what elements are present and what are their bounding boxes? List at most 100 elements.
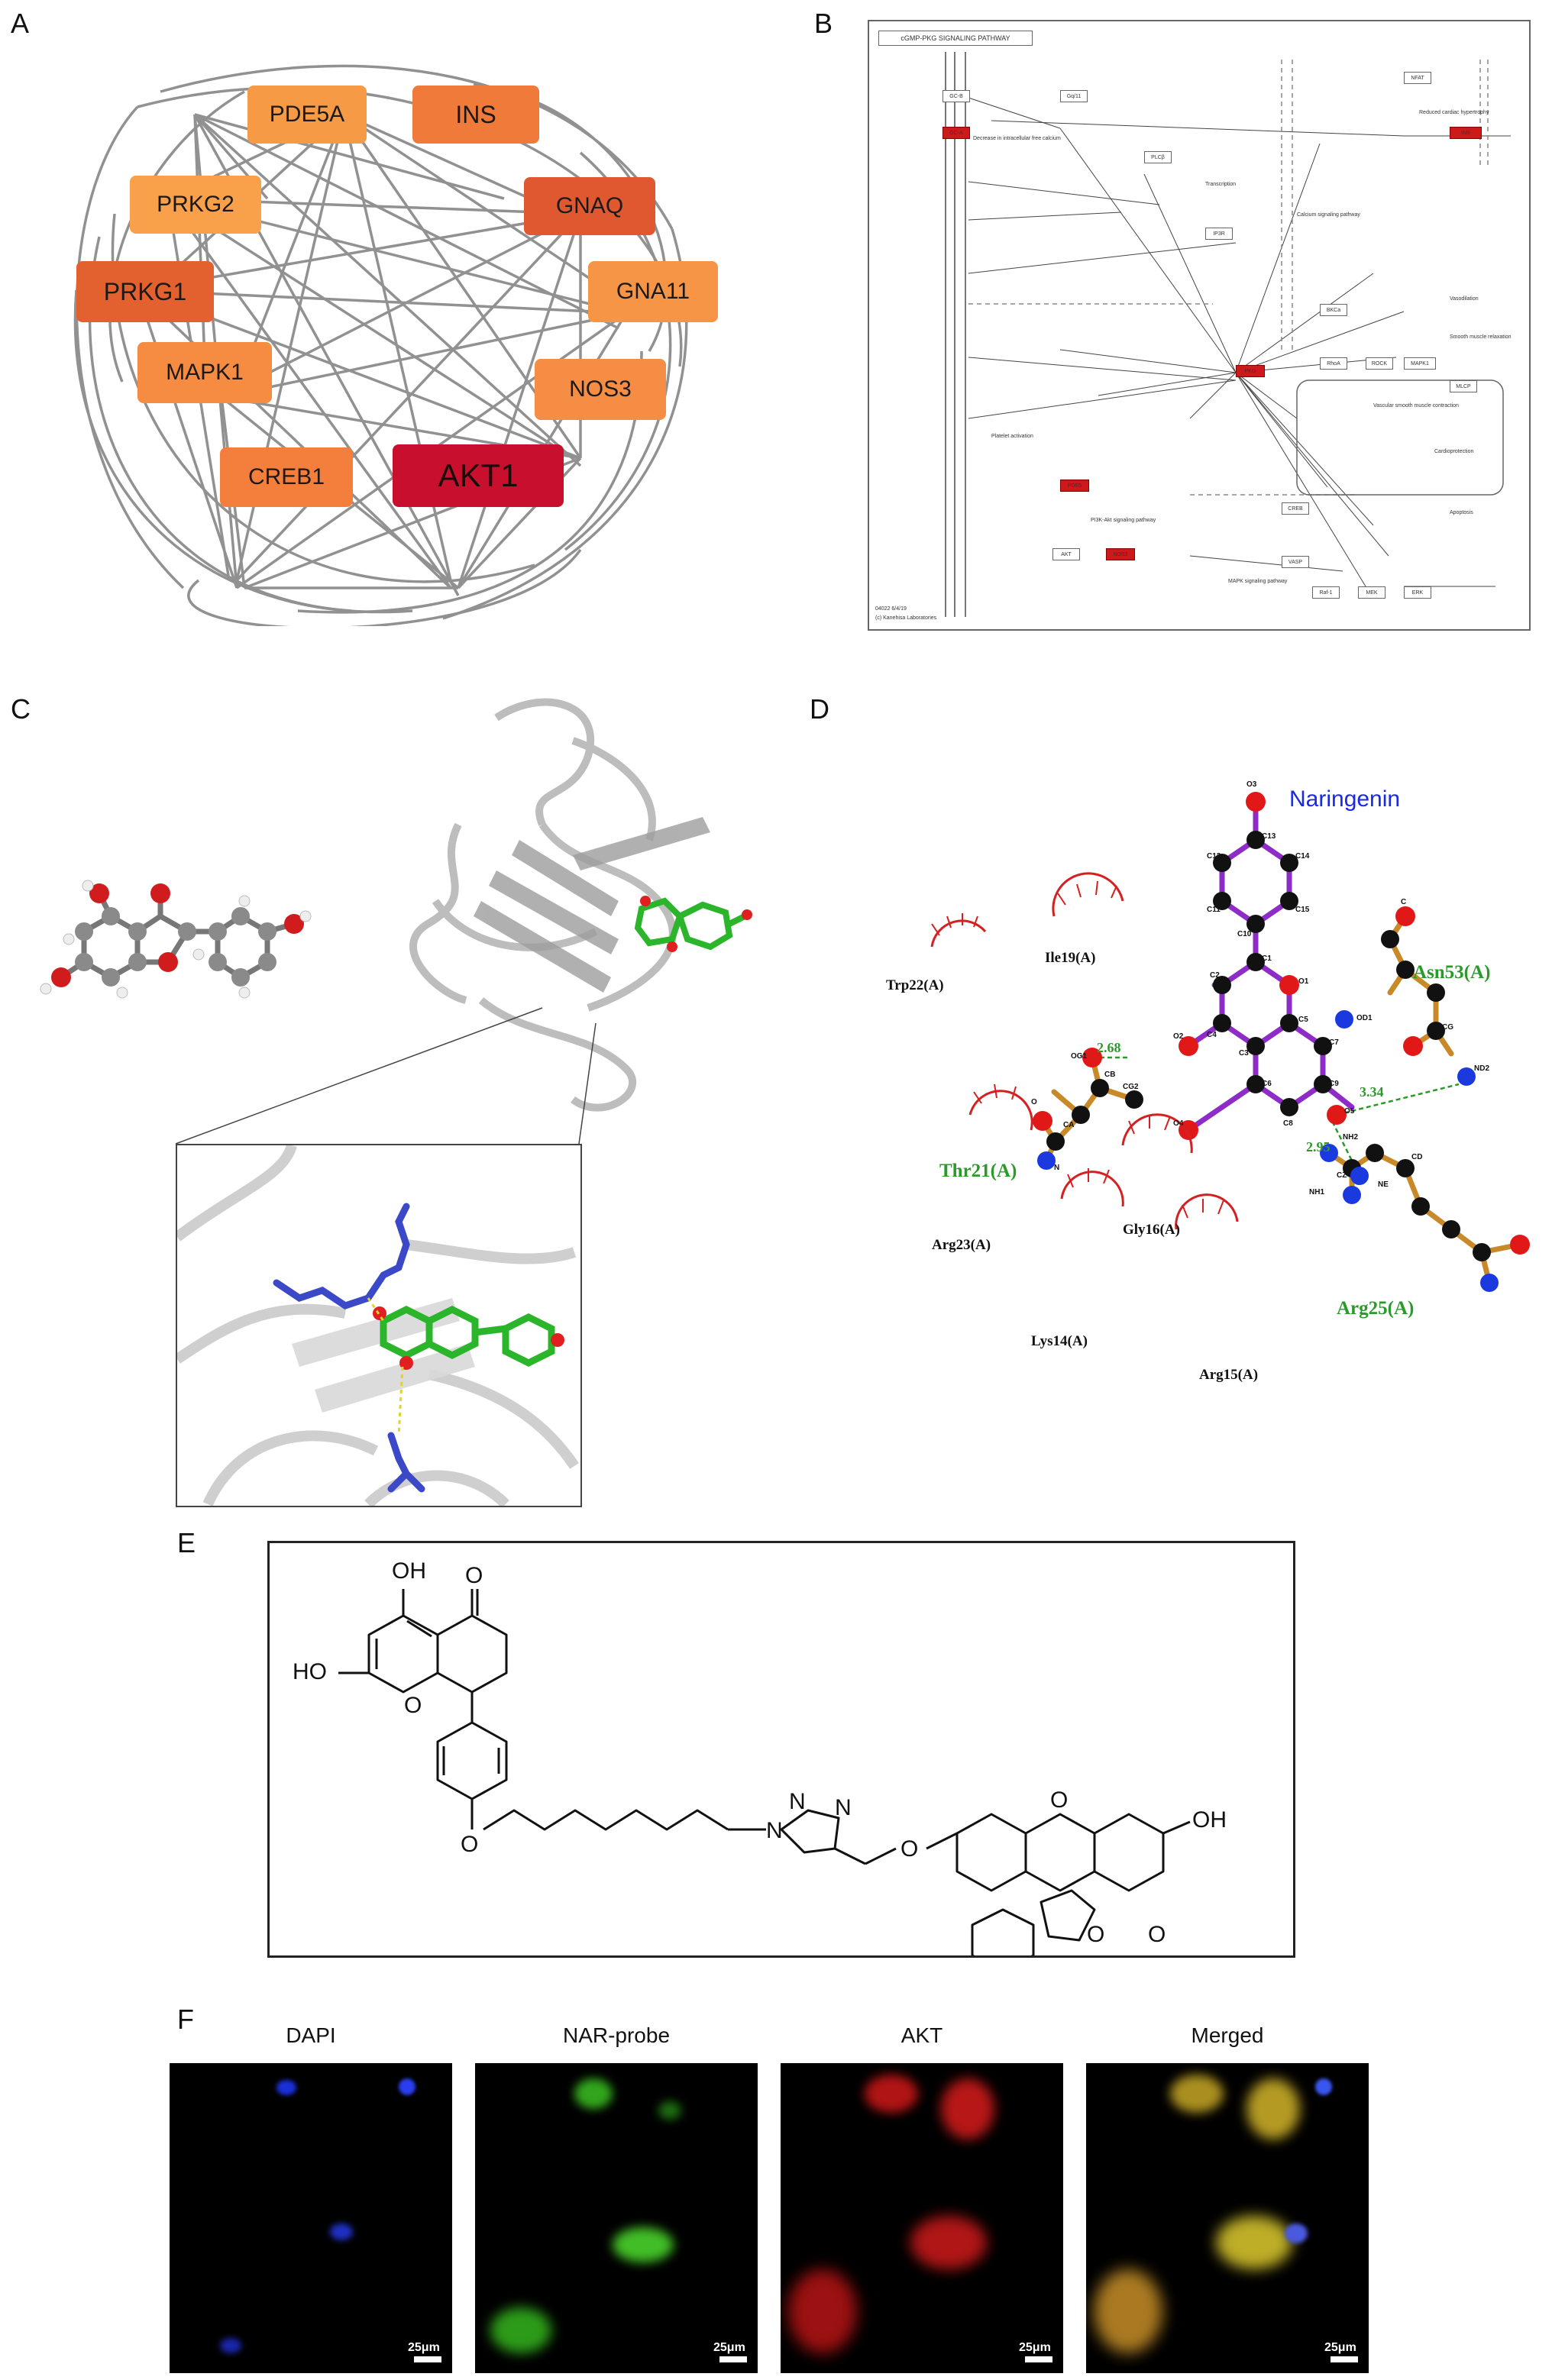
atom-label-cg2: CG2 bbox=[1123, 1083, 1139, 1091]
cell-signal bbox=[1246, 2078, 1300, 2139]
pathway-label-7: MAPK signaling pathway bbox=[1228, 579, 1288, 584]
micro-title-akt: AKT bbox=[900, 2023, 943, 2047]
network-node-pde5a: PDE5A bbox=[247, 86, 367, 144]
atom-label-ne: NE bbox=[1378, 1180, 1389, 1189]
pathway-box-gca: GC-A bbox=[943, 127, 970, 139]
nucleus bbox=[220, 2338, 241, 2353]
cell-signal bbox=[658, 2101, 681, 2120]
micro-image-dapi: 25μm bbox=[170, 2063, 452, 2373]
pathway-box-rock: ROCK bbox=[1366, 357, 1393, 370]
hbond-distance-3: 2.95 bbox=[1306, 1139, 1331, 1154]
chem-label-o-7: O bbox=[1148, 1922, 1166, 1947]
micro-image-nar-probe: 25μm bbox=[475, 2063, 758, 2373]
cell-signal bbox=[788, 2269, 857, 2353]
pathway-label-10: Smooth muscle relaxation bbox=[1450, 334, 1512, 340]
chem-label-ho: HO bbox=[293, 1659, 327, 1684]
cell-signal bbox=[865, 2075, 918, 2113]
pathway-label-4: Platelet activation bbox=[991, 434, 1033, 439]
atom-label-o1: O1 bbox=[1298, 977, 1309, 986]
atom-label-cg: CG bbox=[1442, 1023, 1453, 1032]
nucleus bbox=[1285, 2223, 1308, 2243]
pathway-lines bbox=[945, 52, 1511, 617]
chem-label-oh-2: OH bbox=[1192, 1807, 1227, 1833]
pathway-label-6: Apoptosis bbox=[1450, 510, 1473, 515]
cell-signal bbox=[1170, 2075, 1224, 2113]
network-node-ins: INS bbox=[412, 86, 539, 144]
atom-label-c14: C14 bbox=[1295, 852, 1310, 861]
panel-letter-f: F bbox=[177, 2004, 194, 2035]
pathway-box-gcb: GC-B bbox=[943, 90, 970, 102]
ppi-network-panel: PDE5A INS PRKG2 GNAQ PRKG1 GNA11 MAPK1 N… bbox=[46, 61, 718, 626]
atom-label-cb: CB bbox=[1104, 1071, 1116, 1079]
atom-label-nh1: NH1 bbox=[1309, 1188, 1325, 1196]
pathway-box-creb: CREB bbox=[1282, 502, 1309, 515]
micro-title-nar-probe: NAR-probe bbox=[562, 2023, 671, 2047]
cell-signal bbox=[910, 2216, 987, 2269]
atom-label-c8: C8 bbox=[1283, 1119, 1293, 1128]
scale-label-akt: 25μm bbox=[1019, 2341, 1051, 2354]
pathway-box-pde5: PDE5 bbox=[1060, 480, 1089, 492]
residue-arg15: Arg15(A) bbox=[1199, 1367, 1259, 1383]
nucleus bbox=[330, 2223, 353, 2240]
micro-image-merged: 25μm bbox=[1086, 2063, 1369, 2373]
residue-ile19: Ile19(A) bbox=[1045, 950, 1096, 966]
atom-label-cz: CZ bbox=[1337, 1171, 1347, 1180]
network-node-gnaq: GNAQ bbox=[524, 177, 655, 235]
residue-asn53: Asn53(A) bbox=[1413, 962, 1491, 983]
pathway-box-gq11: Gq/11 bbox=[1060, 90, 1088, 102]
atom-label-od1: OD1 bbox=[1356, 1014, 1373, 1022]
panel-letter-c: C bbox=[11, 693, 31, 725]
atom-label-c1: C1 bbox=[1262, 954, 1272, 963]
atom-label-c12: C12 bbox=[1207, 852, 1221, 861]
pathway-label-9: Vascular smooth muscle contraction bbox=[1373, 403, 1459, 409]
cell-signal bbox=[613, 2227, 674, 2262]
protein-cartoon bbox=[409, 698, 752, 1112]
pathway-label-1: Transcription bbox=[1205, 182, 1237, 187]
zoom-lines bbox=[175, 1007, 597, 1145]
atom-label-c: C bbox=[1401, 898, 1407, 906]
pathway-footer-id: 04022 6/4/19 bbox=[875, 606, 907, 612]
atom-label-o4: O4 bbox=[1173, 1119, 1184, 1128]
atom-label-o3: O3 bbox=[1246, 780, 1257, 789]
hbond-distance-1: 2.68 bbox=[1097, 1040, 1121, 1055]
cell-signal bbox=[1094, 2269, 1162, 2353]
scale-label-merged: 25μm bbox=[1324, 2341, 1356, 2354]
pathway-box-nos3: NOS3 bbox=[1106, 548, 1135, 560]
chem-label-n-1: N bbox=[766, 1818, 783, 1843]
probe-structure-panel: OH O HO O O N N N O O OH O O bbox=[267, 1541, 1295, 1958]
scale-label-dapi: 25μm bbox=[408, 2341, 440, 2354]
network-node-prkg1: PRKG1 bbox=[76, 261, 214, 322]
panel-letter-e: E bbox=[177, 1527, 196, 1558]
chem-label-o-1: O bbox=[465, 1563, 483, 1588]
cell-signal bbox=[490, 2307, 551, 2353]
atom-label-ca: CA bbox=[1063, 1121, 1075, 1129]
panel-letter-d: D bbox=[810, 693, 829, 725]
pathway-box-mlcp: MLCP bbox=[1450, 380, 1477, 392]
residue-lys14: Lys14(A) bbox=[1031, 1333, 1088, 1349]
atom-label-cd: CD bbox=[1411, 1153, 1423, 1161]
panel-letter-a: A bbox=[11, 8, 30, 39]
pathway-label-11: Reduced cardiac hypertrophy bbox=[1419, 110, 1489, 115]
docking-panel bbox=[15, 672, 810, 1512]
pathway-label-0: Decrease in intracellular free calcium bbox=[973, 136, 1061, 141]
chem-label-oh-1: OH bbox=[392, 1558, 426, 1584]
residue-arg25: Arg25(A) bbox=[1337, 1298, 1415, 1319]
network-node-mapk1: MAPK1 bbox=[137, 342, 272, 403]
docking-zoom-image bbox=[177, 1145, 579, 1506]
chem-label-o-2: O bbox=[404, 1693, 422, 1718]
pathway-box-vasp: VASP bbox=[1282, 556, 1309, 568]
atom-label-o5: O5 bbox=[1344, 1107, 1355, 1116]
nucleus bbox=[1315, 2078, 1332, 2095]
pathway-box-nfat: NFAT bbox=[1404, 72, 1431, 84]
network-node-akt1: AKT1 bbox=[393, 444, 564, 507]
atom-label-n: N bbox=[1054, 1164, 1060, 1172]
scale-bar-dapi bbox=[414, 2356, 441, 2362]
atom-label-o: O bbox=[1031, 1098, 1037, 1106]
chem-label-o-6: O bbox=[1087, 1922, 1105, 1947]
residue-trp22: Trp22(A) bbox=[886, 977, 944, 993]
micro-title-dapi: DAPI bbox=[286, 2023, 336, 2047]
pathway-box-raf1: Raf-1 bbox=[1312, 586, 1340, 599]
pathway-box-plcb: PLCβ bbox=[1144, 151, 1172, 163]
atom-label-c3: C3 bbox=[1239, 1049, 1249, 1058]
nucleus bbox=[399, 2078, 415, 2095]
